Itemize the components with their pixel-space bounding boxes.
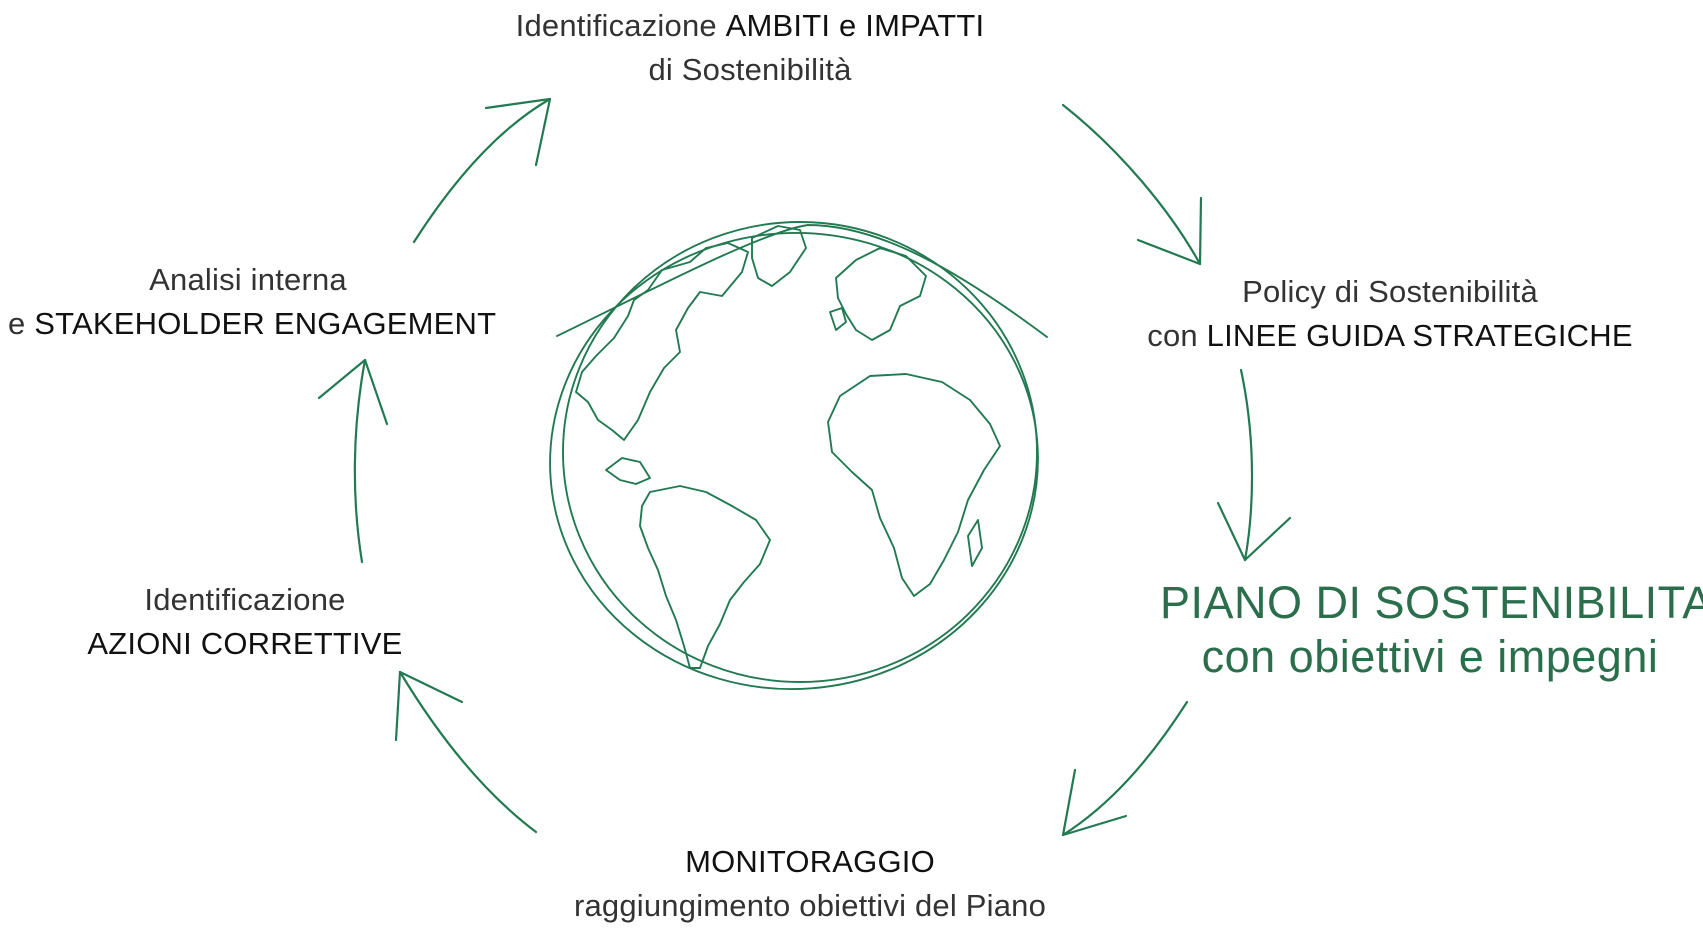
step-piano-title: PIANO DI SOSTENIBILITA’ [1160, 577, 1703, 628]
step-policy-prefix: con [1147, 318, 1207, 353]
step-ambiti-line2: di Sostenibilità [648, 52, 852, 87]
arrow-azioni-to-analisi [317, 358, 389, 564]
step-policy-emphasis: LINEE GUIDA STRATEGICHE [1206, 318, 1633, 353]
arrow-piano-to-monitoraggio [1061, 700, 1189, 837]
step-policy-line1: Policy di Sostenibilità [1242, 274, 1538, 309]
step-azioni-line1: Identificazione [144, 582, 346, 617]
step-monitoraggio-line2: raggiungimento obiettivi del Piano [573, 888, 1047, 923]
arrow-ambiti-to-policy [1061, 103, 1203, 266]
step-policy: Policy di Sostenibilità con LINEE GUIDA … [1130, 270, 1650, 358]
step-analisi-emphasis: STAKEHOLDER ENGAGEMENT [34, 306, 497, 341]
step-ambiti-emphasis: AMBITI e IMPATTI [725, 8, 985, 43]
step-analisi-interna: Analisi interna e STAKEHOLDER ENGAGEMENT [8, 258, 496, 346]
step-piano-subtitle: con obiettivi e impegni [1201, 631, 1659, 682]
step-analisi-prefix: e [8, 306, 35, 341]
arrow-policy-to-piano [1216, 368, 1292, 562]
arrow-monitoraggio-to-azioni [394, 670, 538, 834]
step-azioni-emphasis: AZIONI CORRETTIVE [87, 626, 403, 661]
step-azioni-correttive: Identificazione AZIONI CORRETTIVE [60, 578, 430, 666]
step-piano-sostenibilita: PIANO DI SOSTENIBILITA’ con obiettivi e … [1160, 576, 1703, 684]
arrow-analisi-to-ambiti [412, 97, 552, 244]
step-monitoraggio-emphasis: MONITORAGGIO [685, 844, 935, 879]
step-analisi-line1: Analisi interna [149, 262, 347, 297]
step-monitoraggio: MONITORAGGIO raggiungimento obiettivi de… [530, 840, 1090, 928]
step-ambiti-prefix: Identificazione [515, 8, 726, 43]
step-ambiti-impatti: Identificazione AMBITI e IMPATTI di Sost… [480, 4, 1020, 92]
globe-icon [549, 221, 1048, 691]
